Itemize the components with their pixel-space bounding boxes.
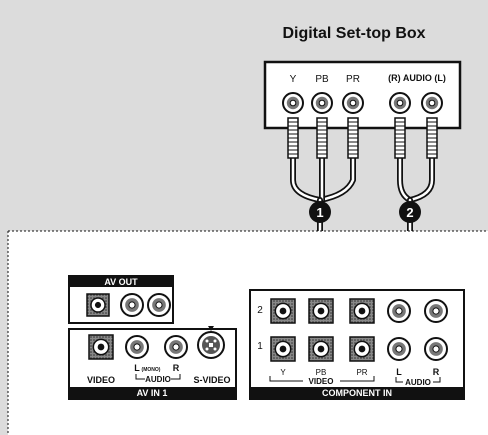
- stb-jack-y: [282, 92, 304, 114]
- stb-label-pr: PR: [346, 74, 360, 85]
- av-in-label: AV IN 1: [137, 388, 168, 398]
- stb-audio-label: (R) AUDIO (L): [388, 73, 446, 83]
- stb-label-pb: PB: [315, 74, 329, 85]
- component-row1-video-jack-2: [308, 336, 334, 362]
- step-number-1: 1: [316, 205, 323, 220]
- plug-stb-pr: [347, 117, 359, 159]
- av-out-jacks: [86, 293, 171, 317]
- av-in-audio-l-jack: [125, 335, 149, 359]
- component-y-label: Y: [280, 368, 286, 377]
- av-in-audio-label: AUDIO: [145, 375, 171, 384]
- plug-stb-pb: [316, 117, 328, 159]
- av-in-l-label: L: [134, 363, 140, 373]
- step-marker-1: 1: [309, 201, 331, 223]
- av-out-video-jack: [86, 293, 110, 317]
- diagram-title: Digital Set-top Box: [282, 25, 425, 42]
- component-video-label: VIDEO: [309, 377, 334, 386]
- component-in-label-bar: [250, 387, 464, 399]
- av-out-label: AV OUT: [104, 277, 138, 287]
- stb-jack-pr: [342, 92, 364, 114]
- component-row2-video-jack-1: [270, 298, 296, 324]
- component-pr-label: PR: [356, 368, 367, 377]
- component-row1-audio-r-jack: [424, 337, 448, 361]
- plug-stb-audio-l: [426, 117, 438, 159]
- av-in-audio-bracket: [135, 374, 181, 380]
- av-in-label-bar: [69, 387, 236, 399]
- stb-jacks: [282, 92, 443, 114]
- stb-jack-audio-l: [421, 92, 443, 114]
- component-row2-audio-l-jack: [387, 299, 411, 323]
- s-video-marker-icon: [208, 326, 214, 331]
- component-audio-bracket: [395, 377, 441, 383]
- component-row1-video-jack-1: [270, 336, 296, 362]
- av-in-video-jack: [88, 334, 114, 360]
- av-out-label-bar: [69, 276, 173, 287]
- plug-stb-y: [287, 117, 299, 159]
- component-row2-audio-r-jack: [424, 299, 448, 323]
- stb-jack-pb: [311, 92, 333, 114]
- component-row-label-2: 2: [257, 305, 263, 316]
- component-jacks: [270, 298, 448, 362]
- component-row-label-1: 1: [257, 341, 263, 352]
- component-audio-label: AUDIO: [405, 378, 431, 387]
- av-in-mono-label: (MONO): [142, 367, 161, 373]
- av-out-audio-l-jack: [120, 293, 144, 317]
- component-l-label: L: [396, 367, 402, 377]
- step-number-2: 2: [406, 205, 413, 220]
- av-in-video-label: VIDEO: [87, 375, 115, 385]
- component-pb-label: PB: [316, 368, 327, 377]
- component-row1-audio-l-jack: [387, 337, 411, 361]
- s-video-jack: [197, 326, 225, 359]
- component-video-bracket: [269, 376, 375, 382]
- component-row1-video-jack-3: [349, 336, 375, 362]
- component-in-label: COMPONENT IN: [322, 388, 392, 398]
- av-in-audio-r-jack: [164, 335, 188, 359]
- stb-label-y: Y: [290, 74, 297, 85]
- av-in-jacks: [88, 334, 188, 360]
- plug-stb-audio-r: [394, 117, 406, 159]
- component-r-label: R: [433, 367, 440, 377]
- component-row2-video-jack-2: [308, 298, 334, 324]
- av-in-svideo-label: S-VIDEO: [193, 375, 230, 385]
- component-row2-video-jack-3: [349, 298, 375, 324]
- av-in-r-label: R: [173, 363, 180, 373]
- step-marker-2: 2: [399, 201, 421, 223]
- stb-jack-audio-r: [389, 92, 411, 114]
- av-out-audio-r-jack: [147, 293, 171, 317]
